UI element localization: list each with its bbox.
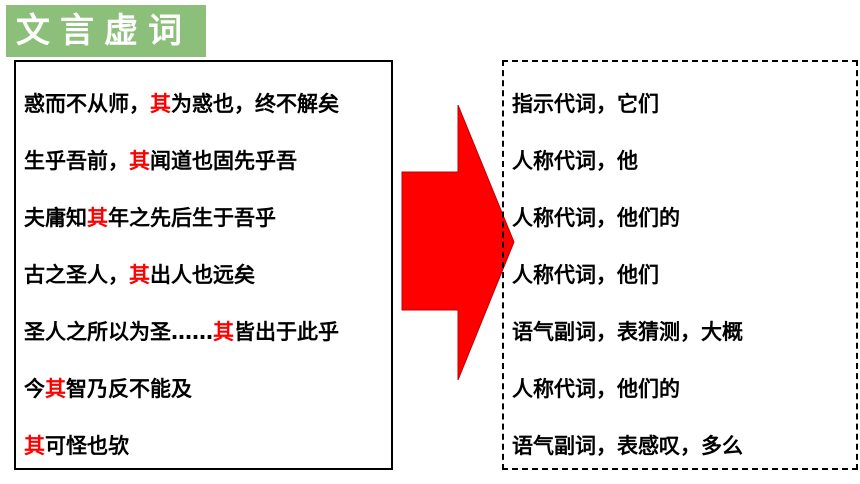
sentence-row: 圣人之所以为圣……其皆出于此乎 [24,315,339,349]
sentence-post: 为惑也，终不解矣 [171,92,339,116]
sentence-post: 年之先后生于吾乎 [108,206,276,230]
sentence-row: 夫庸知其年之先后生于吾乎 [24,201,276,235]
page-title: 文言虚词 [6,5,206,57]
meaning-row: 人称代词，他们的 [512,377,680,401]
sentence-pre: 圣人之所以为圣…… [24,320,213,344]
keyword-qi: 其 [24,434,45,458]
sentence-pre: 夫庸知 [24,206,87,230]
sentence-post: 智乃反不能及 [66,377,192,401]
red-arrow-icon [401,105,515,380]
sentence-post: 出人也远矣 [150,263,255,287]
meaning-row: 人称代词，他们的 [512,206,680,230]
sentence-post: 皆出于此乎 [234,320,339,344]
keyword-qi: 其 [129,263,150,287]
sentence-pre: 古之圣人， [24,263,129,287]
keyword-qi: 其 [129,149,150,173]
meaning-row: 指示代词，它们 [512,92,659,116]
meaning-row: 人称代词，他 [512,149,638,173]
sentence-row: 其可怪也欤 [24,429,129,463]
keyword-qi: 其 [213,320,234,344]
sentence-post: 闻道也固先乎吾 [150,149,297,173]
keyword-qi: 其 [150,92,171,116]
meaning-row: 人称代词，他们 [512,263,659,287]
meanings-panel: 指示代词，它们 人称代词，他 人称代词，他们的 人称代词，他们 语气副词，表猜测… [502,60,858,470]
sentence-pre: 惑而不从师， [24,92,150,116]
keyword-qi: 其 [45,377,66,401]
sentence-post: 可怪也欤 [45,434,129,458]
example-sentences-panel: 惑而不从师，其为惑也，终不解矣 生乎吾前，其闻道也固先乎吾 夫庸知其年之先后生于… [14,60,393,470]
sentence-row: 惑而不从师，其为惑也，终不解矣 [24,87,339,121]
sentence-row: 生乎吾前，其闻道也固先乎吾 [24,144,297,178]
meaning-row: 语气副词，表感叹，多么 [512,434,743,458]
keyword-qi: 其 [87,206,108,230]
sentence-pre: 今 [24,377,45,401]
meaning-row: 语气副词，表猜测，大概 [512,320,743,344]
sentence-pre: 生乎吾前， [24,149,129,173]
sentence-row: 今其智乃反不能及 [24,372,192,406]
sentence-row: 古之圣人，其出人也远矣 [24,258,255,292]
